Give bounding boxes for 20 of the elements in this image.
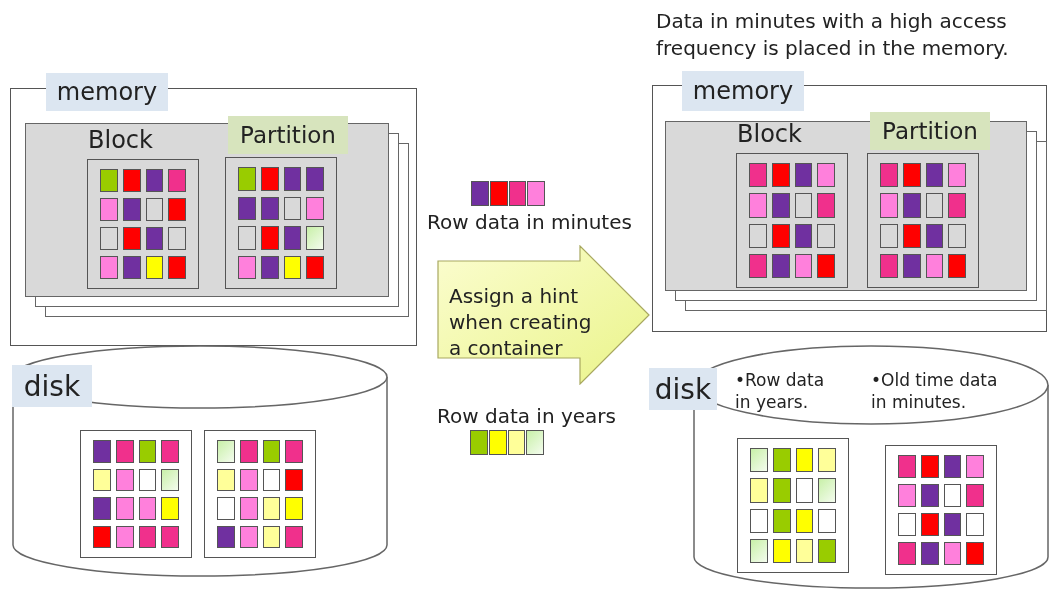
data-grid [885, 445, 997, 575]
arrow-text: Assign a hint when creating a container [449, 283, 593, 361]
section-tab: disk [649, 368, 717, 410]
data-grid [737, 438, 849, 573]
hint-arrow [437, 245, 650, 385]
bullet-note: •Row data in years. [735, 369, 826, 413]
data-grid [80, 430, 192, 558]
disk-cylinder [12, 345, 388, 577]
caption-text: Row data in years [437, 403, 616, 430]
partition-label: Partition [228, 116, 348, 154]
section-tab: disk [12, 365, 92, 407]
section-tab: memory [682, 71, 804, 111]
note-text: Data in minutes with a high access frequency is placed in the memory. [656, 8, 1010, 62]
section-tab: memory [46, 73, 168, 111]
caption-text: Row data in minutes [427, 209, 632, 236]
block-label: Block [737, 120, 802, 148]
block-label: Block [88, 126, 153, 154]
bullet-note: •Old time data in minutes. [871, 369, 999, 413]
data-grid [204, 430, 316, 558]
partition-label: Partition [870, 112, 990, 150]
